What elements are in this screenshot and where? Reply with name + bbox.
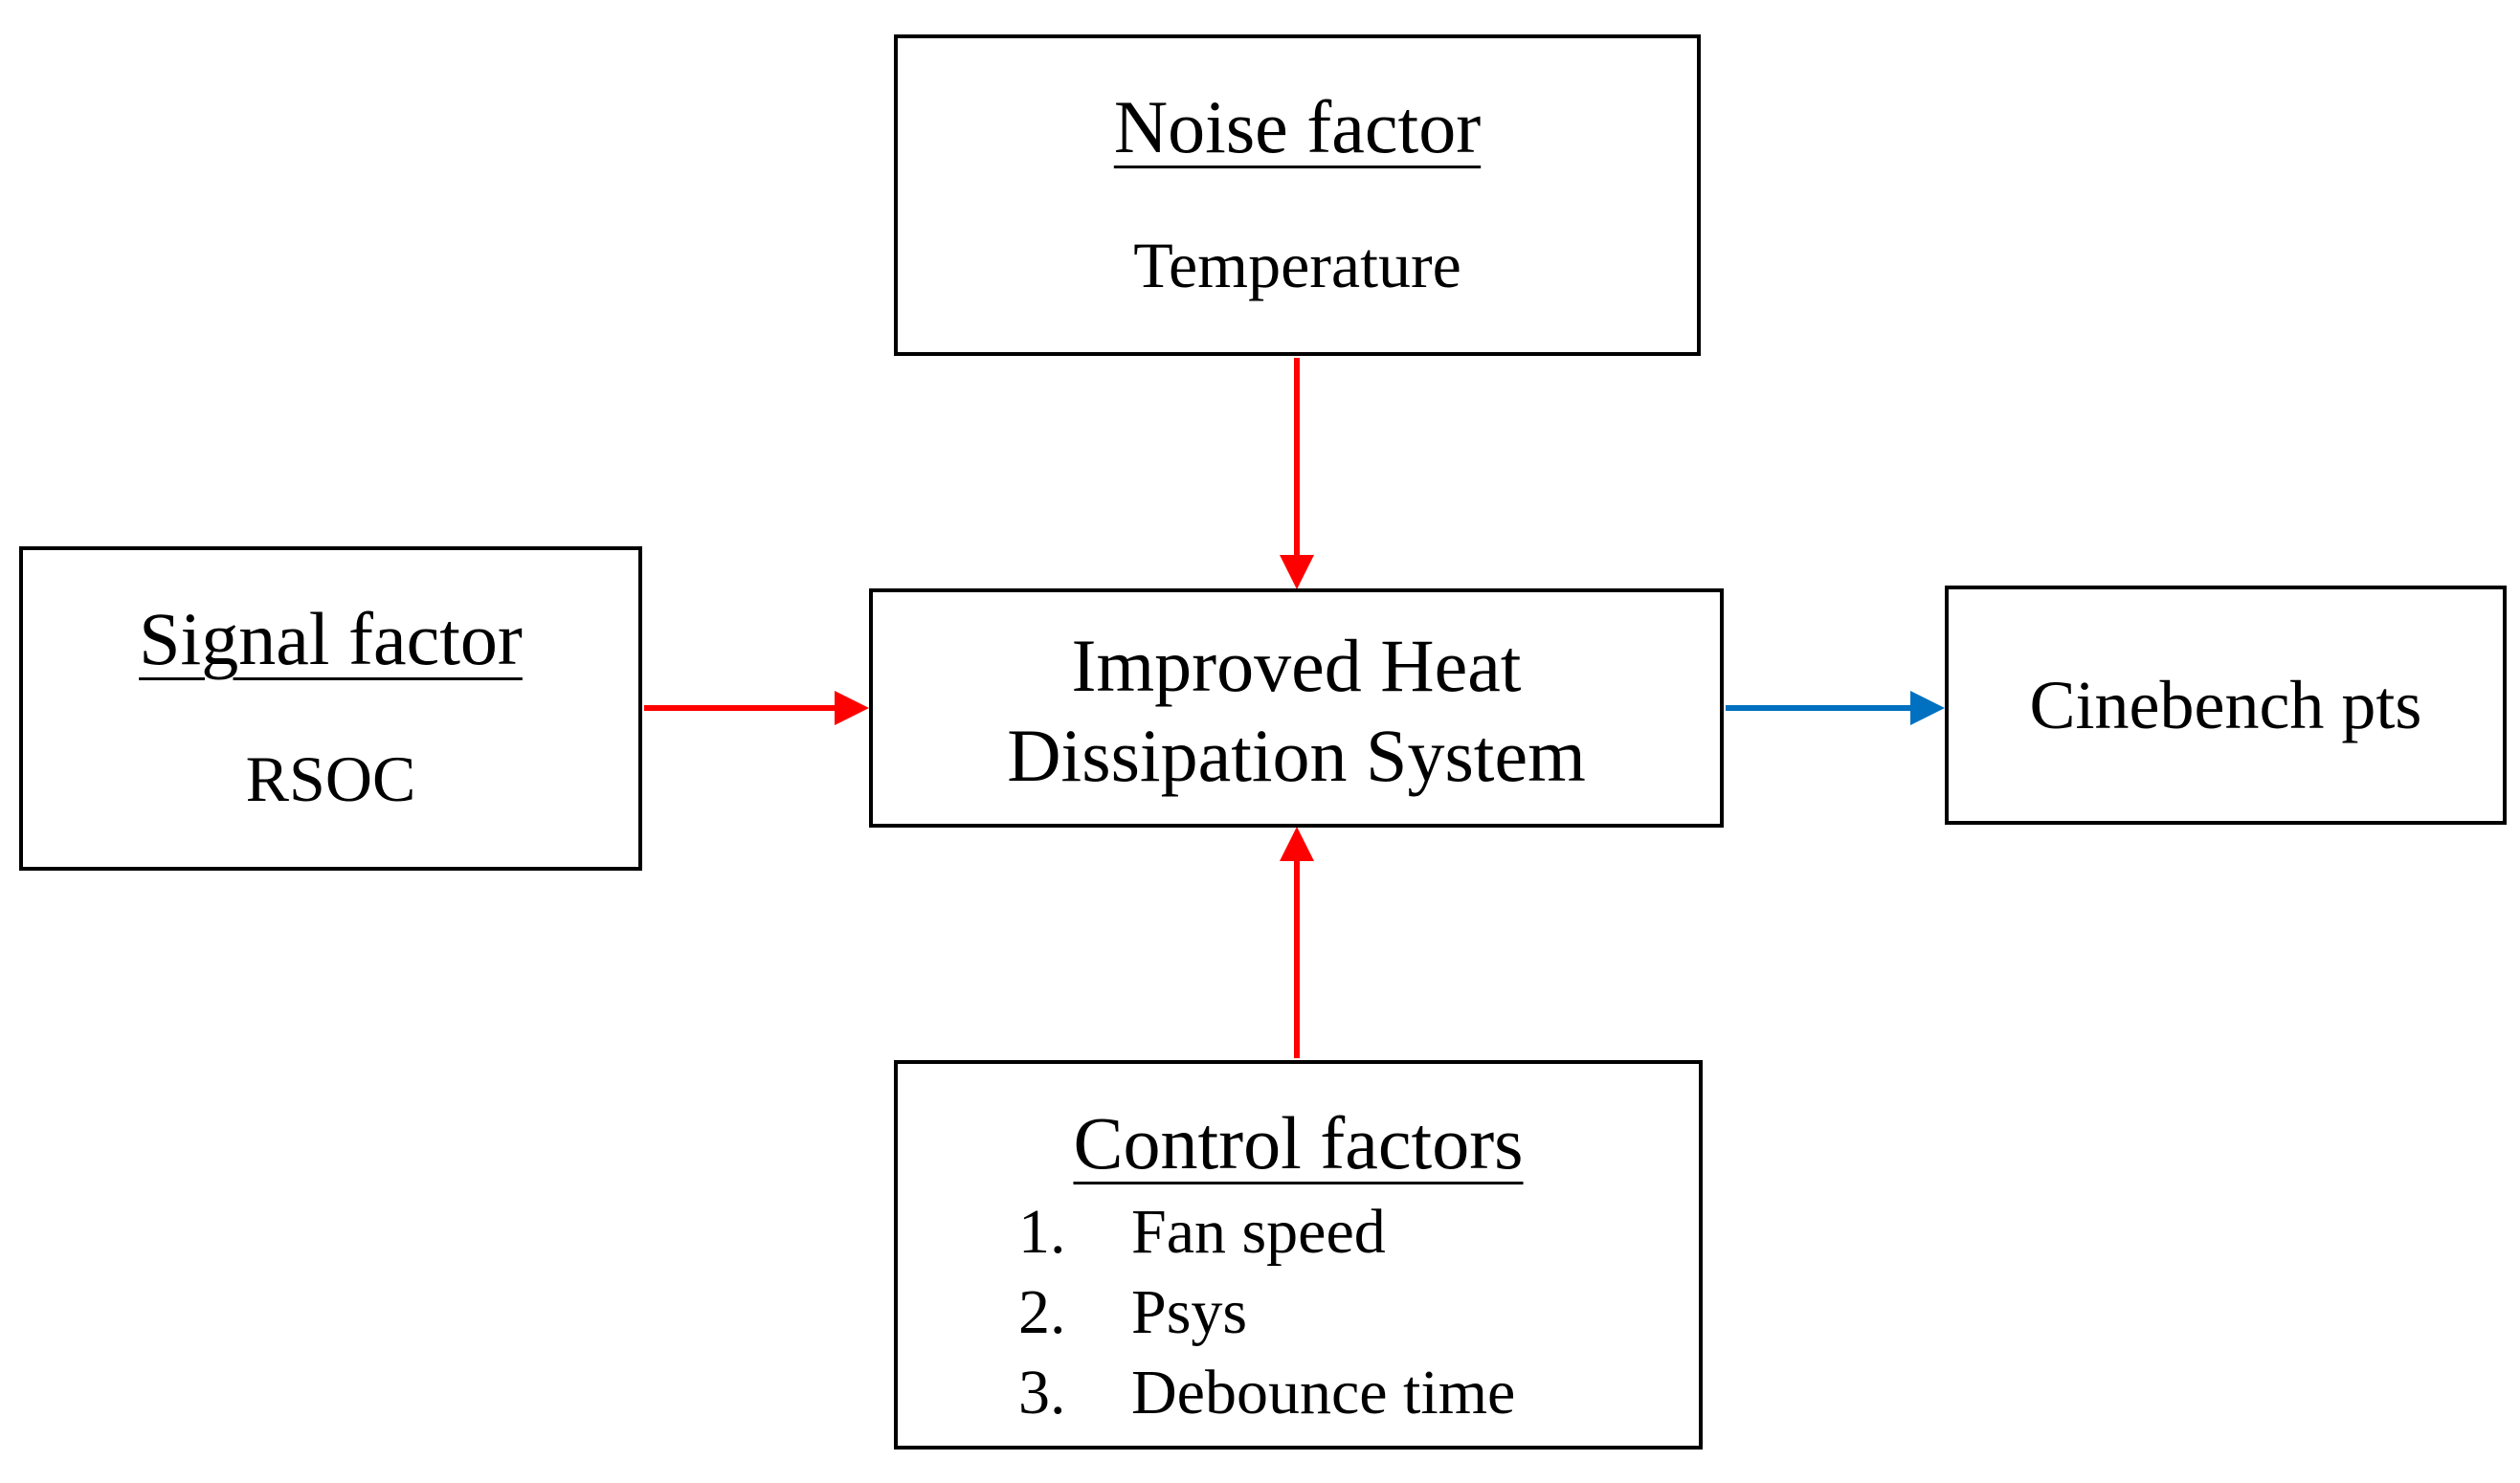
list-number: 3. bbox=[1018, 1358, 1066, 1428]
noise-factor-heading: Noise factor bbox=[1113, 85, 1482, 168]
control-factor-label: Fan speed bbox=[1131, 1197, 1386, 1267]
noise-factor-value: Temperature bbox=[1133, 229, 1461, 301]
control-factor-label: Psys bbox=[1131, 1277, 1248, 1347]
output-label: Cinebench pts bbox=[2029, 667, 2422, 743]
signal-factor-box: Signal factor RSOC bbox=[19, 546, 642, 871]
system-title-line-1: Improved Heat bbox=[1071, 624, 1522, 707]
control-factors-list: 1. Fan speed 2. Psys 3. Debounce time bbox=[1018, 1192, 1515, 1433]
control-factor-item: 3. Debounce time bbox=[1018, 1353, 1515, 1433]
signal-factor-heading: Signal factor bbox=[139, 597, 523, 680]
control-factor-item: 1. Fan speed bbox=[1018, 1192, 1515, 1273]
system-title-line-2: Dissipation System bbox=[1007, 714, 1586, 797]
noise-factor-box: Noise factor Temperature bbox=[894, 34, 1701, 356]
control-factors-box: Control factors 1. Fan speed 2. Psys 3. Deb… bbox=[894, 1060, 1703, 1450]
system-box: Improved Heat Dissipation System bbox=[869, 588, 1724, 828]
signal-factor-value: RSOC bbox=[245, 742, 416, 815]
output-box: Cinebench pts bbox=[1945, 586, 2507, 825]
control-factor-item: 2. Psys bbox=[1018, 1273, 1515, 1353]
control-factors-heading: Control factors bbox=[1073, 1101, 1524, 1184]
list-number: 2. bbox=[1018, 1277, 1066, 1347]
control-factor-label: Debounce time bbox=[1131, 1358, 1516, 1428]
list-number: 1. bbox=[1018, 1197, 1066, 1267]
